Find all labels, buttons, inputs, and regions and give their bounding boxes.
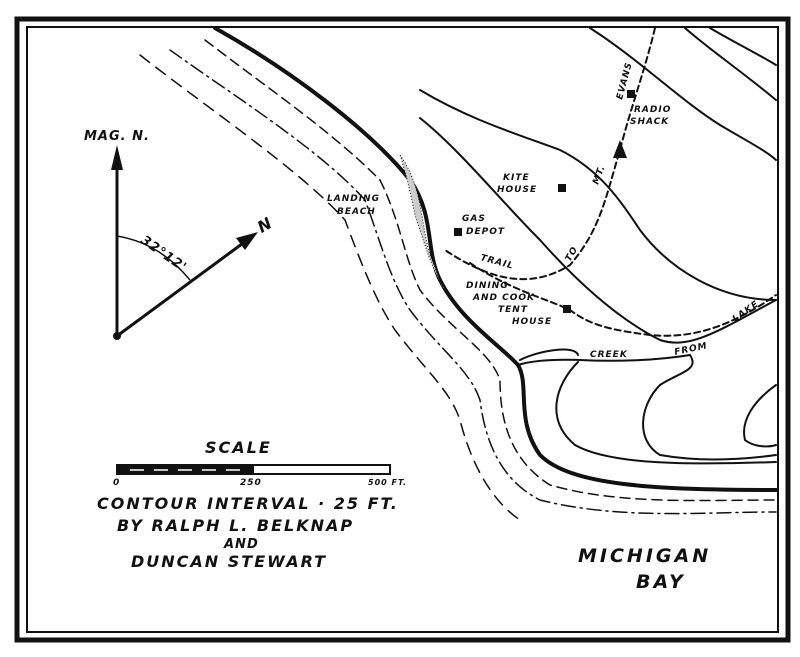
shoreline [213,26,778,492]
credit-author-1: BY RALPH L. BELKNAP [117,516,354,535]
gas-depot-icon [454,228,462,236]
contour-interval: CONTOUR INTERVAL · 25 FT. [97,494,399,513]
creek-label: CREEK [590,350,628,360]
true-north-label: N [254,213,277,237]
kite-house-icon [558,184,566,192]
outer-frame [14,16,791,643]
trail-from-lake [469,262,777,337]
bay-label: BAY [636,571,686,593]
inner-frame [26,26,779,633]
trail-arrow-icon [613,140,627,158]
true-north-arrow-icon [236,232,258,250]
credit-and: AND [223,537,259,552]
beach-stipple [399,154,446,291]
compass [115,155,251,338]
declination-label: 32°12' [138,233,190,275]
scale-tick-250: 250 [240,478,262,488]
mag-north-label: MAG. N. [84,129,150,144]
scale-bar [116,464,391,475]
mag-north-arrow-icon [111,145,123,170]
dining-tent-icon [563,305,571,313]
trail-mt-evans [444,27,656,281]
scale-title: SCALE [205,438,272,457]
compass-origin [113,332,121,340]
credit-author-2: DUNCAN STEWART [131,552,327,571]
contours [139,26,778,521]
creek [517,354,691,366]
michigan-label: MICHIGAN [578,545,711,567]
scale-tick-0: 0 [113,478,120,488]
scale-tick-500: 500 FT. [368,478,407,487]
radio-shack-icon [627,90,635,98]
trail-label: TRAIL [479,253,515,271]
lake-label: LAKE [731,299,761,324]
